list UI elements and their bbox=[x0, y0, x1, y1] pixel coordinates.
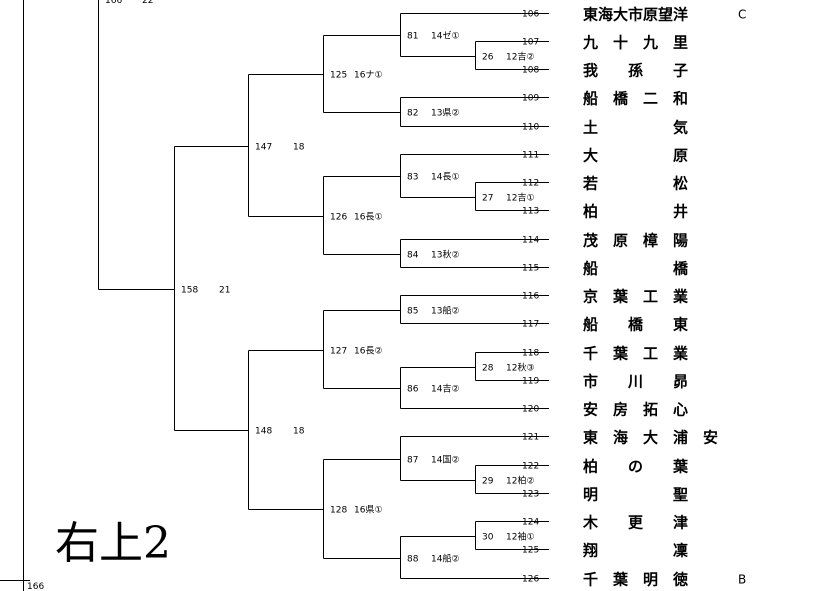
team-name: 安 房 拓 心 bbox=[583, 401, 688, 419]
match-number: 88 bbox=[407, 555, 419, 565]
match-number: 147 bbox=[255, 143, 272, 153]
match-info: 16長① bbox=[354, 212, 383, 223]
team-name: 船 橋 bbox=[583, 260, 689, 278]
team-seed-number: 111 bbox=[522, 151, 539, 161]
team-name: 我 孫 子 bbox=[583, 62, 688, 80]
team-mark: B bbox=[738, 573, 746, 587]
team-name: 九 十 九 里 bbox=[582, 34, 688, 52]
match-number: 82 bbox=[407, 109, 418, 119]
team-mark: C bbox=[738, 8, 746, 22]
match-info: 13秋② bbox=[431, 249, 460, 261]
team-seed-number: 125 bbox=[522, 546, 539, 556]
match-number: 148 bbox=[255, 427, 272, 437]
team-seed-number: 115 bbox=[522, 264, 539, 274]
team-seed-number: 120 bbox=[522, 405, 539, 415]
match-number: 126 bbox=[330, 213, 347, 223]
bottom-node-number: 166 bbox=[27, 582, 44, 591]
team-seed-number: 114 bbox=[522, 236, 539, 246]
match-labels: 26 12吉② 81 14ゼ① 82 13県② 125 16ナ① 27 12吉① 83 14長① 84 1… bbox=[181, 30, 535, 565]
team-seed-number: 119 bbox=[522, 377, 539, 387]
match-info: 18 bbox=[293, 143, 305, 153]
team-name: 柏 の 葉 bbox=[583, 458, 689, 476]
match-info: 13県② bbox=[431, 108, 460, 119]
team-seed-number: 108 bbox=[522, 66, 539, 76]
team-name: 東 海 大 浦 安 bbox=[583, 429, 718, 447]
match-info: 14吉② bbox=[431, 384, 460, 395]
team-seed-number: 117 bbox=[522, 320, 539, 330]
team-seed-number: 107 bbox=[522, 38, 539, 48]
team-seed-number: 123 bbox=[522, 490, 539, 500]
team-name: 千 葉 工 業 bbox=[583, 345, 689, 363]
top-node-number: 166 bbox=[105, 0, 122, 6]
match-info: 12吉② bbox=[506, 52, 535, 63]
match-number: 86 bbox=[407, 385, 419, 395]
match-number: 26 bbox=[482, 53, 494, 63]
team-seed-number: 106 bbox=[522, 10, 539, 20]
match-number: 27 bbox=[482, 194, 493, 204]
team-name: 翔 凜 bbox=[582, 542, 688, 560]
match-info: 13船② bbox=[431, 305, 460, 317]
team-seed-number: 110 bbox=[522, 123, 539, 133]
match-info: 14ゼ① bbox=[431, 30, 460, 42]
team-list: 106 東海大市原望洋 C 107 九 十 九 里 108 我 孫 子 109 船 橋 二 和 1… bbox=[522, 6, 746, 589]
team-seed-number: 121 bbox=[522, 433, 539, 443]
match-number: 128 bbox=[330, 506, 347, 516]
team-name: 茂 原 樟 陽 bbox=[583, 232, 688, 250]
match-number: 158 bbox=[181, 286, 198, 296]
top-node-value: 22 bbox=[142, 0, 153, 6]
team-name: 東海大市原望洋 bbox=[583, 6, 688, 24]
team-seed-number: 126 bbox=[522, 575, 539, 585]
match-number: 28 bbox=[482, 364, 494, 374]
team-name: 柏 井 bbox=[583, 203, 688, 221]
match-info: 12柏② bbox=[506, 475, 535, 487]
bracket-lines bbox=[98, 0, 549, 579]
team-seed-number: 112 bbox=[522, 179, 539, 189]
team-seed-number: 113 bbox=[522, 207, 539, 217]
team-name: 船 橋 東 bbox=[583, 316, 688, 334]
team-seed-number: 122 bbox=[522, 462, 539, 472]
match-number: 87 bbox=[407, 456, 418, 466]
team-name: 大 原 bbox=[583, 147, 688, 165]
match-info: 12袖① bbox=[506, 531, 535, 543]
team-name: 明 聖 bbox=[583, 486, 688, 504]
match-number: 85 bbox=[407, 307, 418, 317]
team-name: 木 更 津 bbox=[582, 514, 688, 532]
match-info: 12吉① bbox=[506, 193, 535, 204]
team-name: 土 気 bbox=[583, 119, 688, 137]
match-info: 21 bbox=[219, 286, 230, 296]
match-number: 29 bbox=[482, 477, 494, 487]
match-number: 127 bbox=[330, 347, 347, 357]
match-number: 84 bbox=[407, 251, 419, 261]
team-name: 若 松 bbox=[582, 175, 688, 193]
team-name: 船 橋 二 和 bbox=[583, 90, 688, 108]
team-seed-number: 109 bbox=[522, 94, 539, 104]
match-info: 14長① bbox=[431, 172, 460, 183]
team-seed-number: 116 bbox=[522, 292, 539, 302]
team-name: 千 葉 明 徳 bbox=[583, 571, 688, 589]
match-info: 16県① bbox=[354, 505, 383, 516]
match-info: 16ナ① bbox=[354, 70, 383, 81]
team-seed-number: 124 bbox=[522, 518, 539, 528]
team-name: 市 川 昴 bbox=[583, 373, 688, 391]
match-info: 14国② bbox=[431, 455, 460, 466]
match-number: 125 bbox=[330, 71, 347, 81]
match-info: 16長② bbox=[354, 346, 383, 357]
match-number: 30 bbox=[482, 533, 494, 543]
page-label: 右上2 bbox=[55, 518, 171, 569]
match-number: 81 bbox=[407, 32, 418, 42]
match-info: 14船② bbox=[431, 553, 460, 565]
team-name: 京 葉 工 業 bbox=[583, 288, 689, 306]
team-seed-number: 118 bbox=[522, 349, 539, 359]
match-info: 18 bbox=[293, 427, 305, 437]
match-info: 12秋③ bbox=[506, 362, 535, 374]
match-number: 83 bbox=[407, 173, 418, 183]
